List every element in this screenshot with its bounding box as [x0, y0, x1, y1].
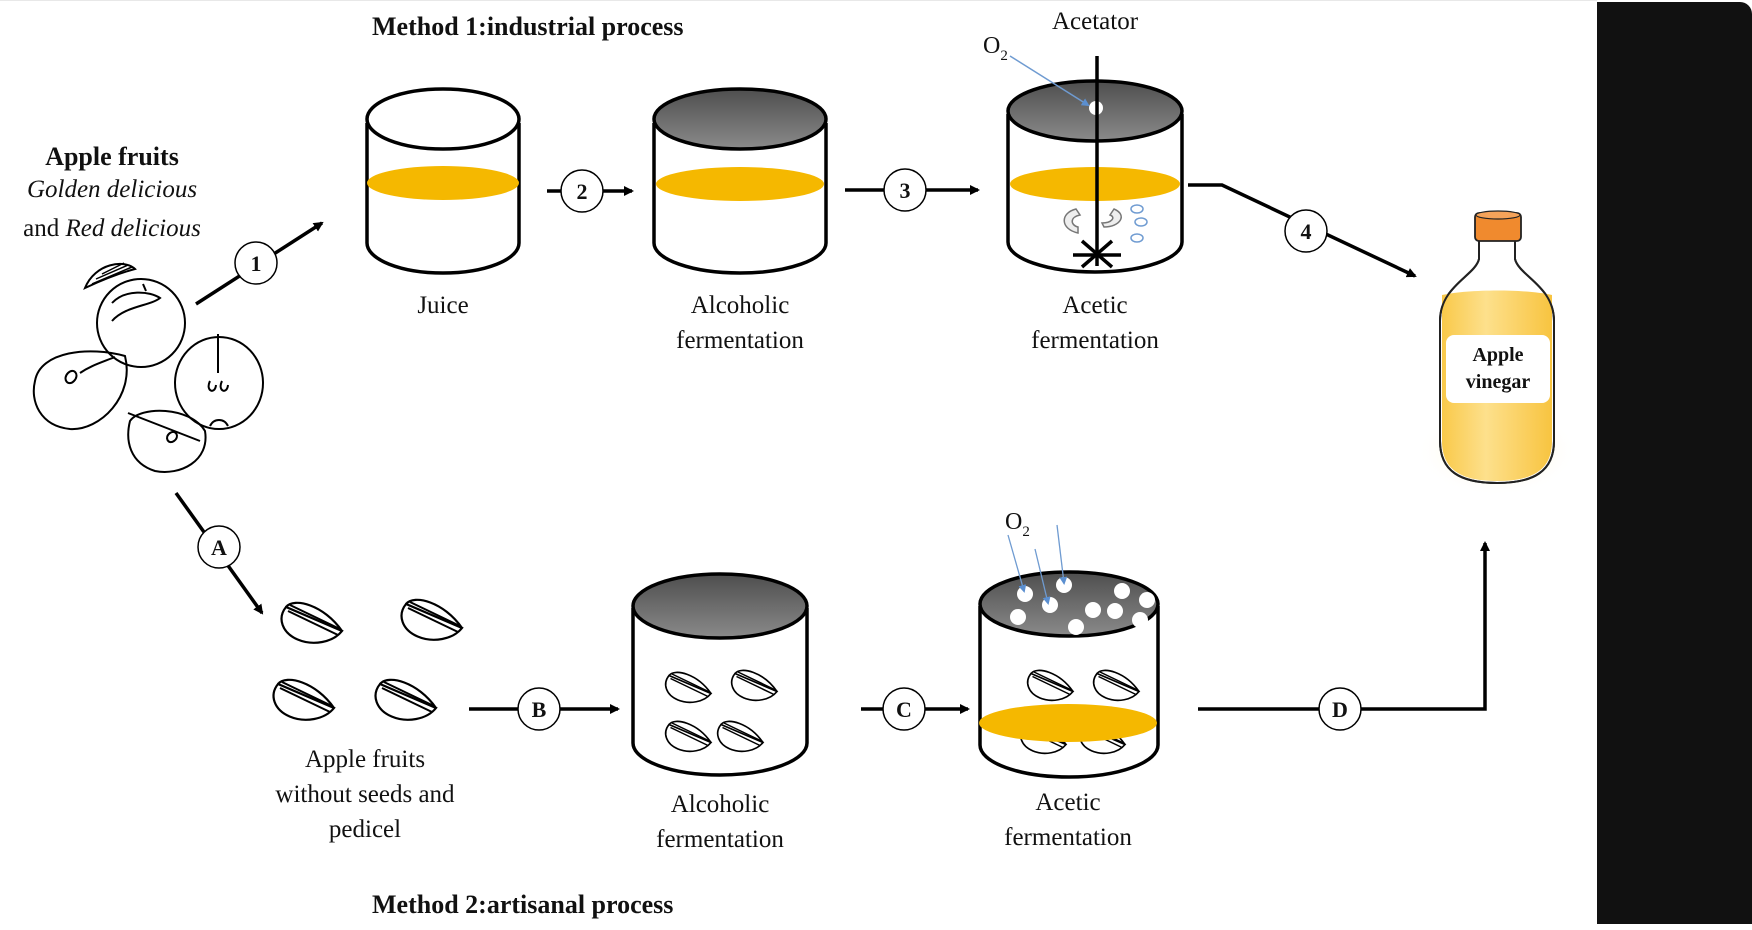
- oxygen-label-2: O2: [1005, 509, 1030, 540]
- step-3-badge: 3: [883, 168, 927, 212]
- acetic-label-1-line2: fermentation: [1031, 327, 1159, 354]
- prepared-label-line2: without seeds and: [275, 781, 455, 808]
- step-b-badge: B: [517, 687, 561, 731]
- source-variety2-line: and Red delicious: [23, 215, 201, 242]
- method1-title: Method 1:industrial process: [372, 12, 684, 41]
- svg-text:C: C: [896, 697, 912, 722]
- acetic-label-2-line1: Acetic: [1035, 789, 1100, 816]
- diagram-canvas: Method 1:industrial process Method 2:art…: [0, 0, 1597, 919]
- juice-liquid: [367, 166, 519, 200]
- alcoholic-label-2-line1: Alcoholic: [671, 791, 770, 818]
- step-d-badge: D: [1318, 687, 1362, 731]
- product-label-line1: Apple: [1472, 344, 1523, 366]
- step-a-badge: A: [197, 525, 241, 569]
- air-bubbles-icon: [1130, 204, 1148, 243]
- arrow-step-d: [1198, 541, 1490, 711]
- rotation-arrows-icon: [1063, 208, 1122, 234]
- alcoholic-label-1-line2: fermentation: [676, 327, 804, 354]
- prepared-label-line3: pedicel: [329, 816, 401, 843]
- oxygen-inlet-line: [1009, 55, 1090, 107]
- source-connector: and: [23, 215, 65, 242]
- alcoholic-fermentation-vessel-1: [652, 87, 828, 275]
- acetic-label-1-line1: Acetic: [1062, 292, 1127, 319]
- alcoholic-label-1-line1: Alcoholic: [691, 292, 790, 319]
- step-4-badge: 4: [1284, 209, 1328, 253]
- dark-side-panel: [1597, 2, 1752, 924]
- svg-text:1: 1: [251, 251, 262, 276]
- bottle-label: [1446, 335, 1550, 403]
- oxygen-lines-icon: [1007, 524, 1068, 605]
- vinegar-process-diagram: Method 1:industrial process Method 2:art…: [23, 8, 1577, 919]
- arrow-step-4: [1188, 183, 1417, 278]
- svg-text:2: 2: [577, 179, 588, 204]
- svg-text:B: B: [532, 697, 547, 722]
- svg-text:A: A: [211, 535, 227, 560]
- product-label-line2: vinegar: [1466, 371, 1531, 393]
- step-c-badge: C: [882, 687, 926, 731]
- acetic-label-2-line2: fermentation: [1004, 824, 1132, 851]
- svg-text:3: 3: [900, 178, 911, 203]
- acetic-fermentation-vessel-2: [978, 524, 1160, 779]
- juice-vessel: [365, 87, 521, 275]
- juice-label: Juice: [417, 292, 468, 319]
- apple-fruits-icon: [32, 262, 264, 473]
- method2-title: Method 2:artisanal process: [372, 890, 673, 919]
- alcoholic-fermentation-vessel-2: [631, 572, 809, 777]
- step-1-badge: 1: [234, 241, 278, 285]
- apple-vinegar-bottle: Apple vinegar: [1417, 210, 1577, 496]
- step-2-badge: 2: [560, 169, 604, 213]
- svg-text:D: D: [1332, 697, 1348, 722]
- acetator-vessel: [1006, 55, 1184, 274]
- acetator-label: Acetator: [1052, 8, 1139, 35]
- svg-text:4: 4: [1301, 219, 1312, 244]
- alcoholic-label-2-line2: fermentation: [656, 826, 784, 853]
- source-heading: Apple fruits: [45, 142, 179, 171]
- source-variety2: Red delicious: [64, 215, 200, 242]
- stirrer-blade-icon: [1073, 239, 1121, 269]
- source-variety1: Golden delicious: [27, 176, 197, 203]
- prepared-label-line1: Apple fruits: [305, 746, 425, 773]
- oxygen-label-1: O2: [983, 33, 1008, 64]
- apple-halves-icon: [272, 598, 464, 721]
